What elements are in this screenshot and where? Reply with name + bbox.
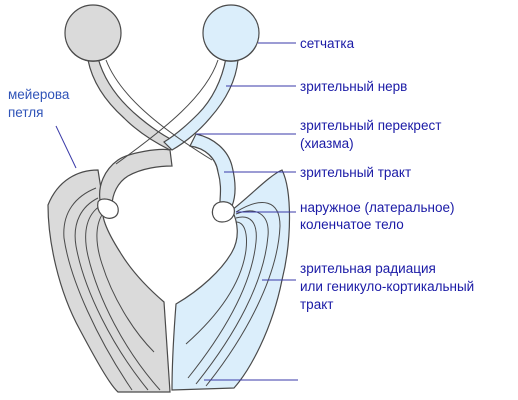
label-chiasm-line1: зрительный перекрест — [300, 118, 441, 133]
right-eyeball — [202, 4, 260, 62]
right-optic-radiation — [171, 169, 291, 391]
label-lgn-line1: наружное (латеральное) — [300, 200, 455, 215]
left-retina — [67, 45, 119, 62]
label-meyer-line2: петля — [8, 105, 43, 120]
right-lateral-geniculate-body — [211, 201, 235, 223]
left-radiation-fibers — [63, 187, 161, 391]
label-radiation-line1: зрительная радиация — [300, 261, 436, 276]
label-radiation-line2: или геникуло-кортикальный — [300, 279, 474, 294]
left-lateral-geniculate-body — [97, 198, 119, 219]
label-lgn-line2: коленчатое тело — [300, 217, 404, 232]
right-optic-tract — [189, 133, 236, 207]
label-optic-nerve: зрительный нерв — [300, 79, 407, 94]
label-radiation-line3: тракт — [300, 297, 333, 312]
optic-chiasm — [105, 59, 219, 165]
leader-meyer — [55, 125, 77, 169]
label-optic-tract: зрительный тракт — [300, 165, 411, 180]
left-optic-tract — [99, 148, 173, 207]
right-radiation-fibers — [185, 202, 281, 387]
right-optic-nerve — [163, 57, 239, 151]
label-retina: сетчатка — [300, 36, 355, 51]
left-eyeball — [64, 4, 122, 62]
label-meyer-line1: мейерова — [8, 87, 70, 102]
label-chiasm-line2: (хиазма) — [300, 136, 354, 151]
left-optic-radiation — [47, 169, 171, 393]
right-retina — [205, 45, 257, 62]
leader-lines — [55, 42, 298, 381]
left-optic-nerve — [87, 57, 177, 151]
